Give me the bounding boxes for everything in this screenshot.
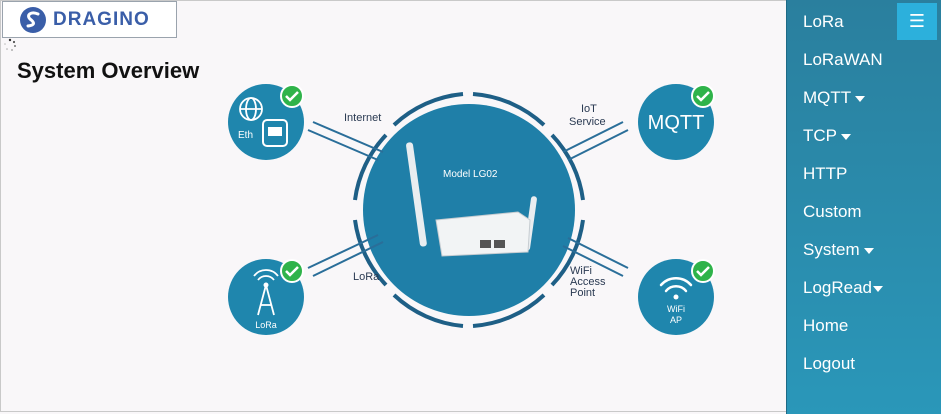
- dragino-logo[interactable]: DRAGINO: [2, 1, 177, 38]
- page-title: System Overview: [17, 58, 200, 83]
- hamburger-icon: ☰: [908, 11, 926, 31]
- menu-toggle-button[interactable]: ☰: [897, 3, 937, 40]
- link-label-wifi-1: WiFi: [570, 265, 592, 277]
- nav-item-custom[interactable]: Custom: [803, 202, 862, 222]
- antenna-left: [406, 142, 427, 247]
- caret-down-icon: [863, 247, 874, 254]
- nav-item-label: TCP: [803, 126, 837, 145]
- wifi-node: WiFi AP: [638, 259, 715, 335]
- nav-item-label: LoRaWAN: [803, 50, 883, 69]
- nav-item-system[interactable]: System: [803, 240, 874, 260]
- nav-item-label: Logout: [803, 354, 855, 373]
- nav-item-label: System: [803, 240, 860, 259]
- nav-item-label: Home: [803, 316, 849, 335]
- nav-item-label: MQTT: [803, 88, 852, 107]
- mqtt-node: MQTT: [638, 84, 715, 160]
- connector-arrows: [307, 121, 629, 277]
- link-label-iot-2: Service: [569, 116, 606, 128]
- caret-down-icon: [873, 285, 884, 292]
- nav-item-home[interactable]: Home: [803, 316, 848, 336]
- nav-item-logout[interactable]: Logout: [803, 354, 855, 374]
- nav-item-label: HTTP: [803, 164, 848, 183]
- logo-text: DRAGINO: [53, 8, 150, 30]
- mqtt-node-label: MQTT: [648, 112, 705, 134]
- ethernet-port-icon: [262, 119, 288, 147]
- radio-tower-icon: [253, 269, 279, 316]
- nav-item-lorawan[interactable]: LoRaWAN: [803, 50, 883, 70]
- lora-check-icon: [280, 259, 304, 283]
- wifi-check-icon: [691, 259, 715, 283]
- nav-item-label: Custom: [803, 202, 862, 221]
- eth-port-1: [480, 240, 491, 248]
- caret-down-icon: [841, 133, 851, 140]
- nav-item-lora[interactable]: LoRa: [803, 12, 844, 32]
- eth-node-label: Eth: [238, 130, 253, 141]
- link-label-lora: LoRa: [353, 271, 380, 283]
- nav-item-logread[interactable]: LogRead: [803, 278, 884, 298]
- nav-item-mqtt[interactable]: MQTT: [803, 88, 866, 108]
- link-label-wifi-3: Point: [570, 287, 595, 299]
- eth-check-icon: [280, 84, 304, 108]
- link-label-internet: Internet: [344, 112, 381, 124]
- eth-port-2: [494, 240, 505, 248]
- lora-node: LoRa: [228, 259, 304, 335]
- main-content-area: [0, 0, 786, 412]
- system-overview-diagram: Model LG02 Internet IoT Service LoRa WiF…: [228, 84, 715, 335]
- caret-down-icon: [855, 95, 866, 102]
- dragino-s-icon: [20, 6, 46, 33]
- nav-item-label: LoRa: [803, 12, 844, 31]
- globe-icon: [239, 97, 263, 121]
- link-label-wifi-2: Access: [570, 276, 606, 288]
- eth-node: Eth: [228, 84, 304, 160]
- central-ring: [353, 92, 585, 328]
- mqtt-check-icon: [691, 84, 715, 108]
- router-body: [435, 211, 531, 257]
- wifi-node-sublabel: AP: [670, 315, 682, 325]
- device-circle: [363, 104, 575, 316]
- wifi-icon: [659, 276, 693, 293]
- nav-item-http[interactable]: HTTP: [803, 164, 847, 184]
- loading-spinner-icon: [4, 38, 16, 51]
- sidebar-nav: ☰ LoRa LoRaWAN MQTT TCP HTTP Custom Syst…: [786, 0, 941, 414]
- nav-item-label: LogRead: [803, 278, 873, 297]
- link-label-iot-1: IoT: [581, 103, 597, 115]
- lora-node-label: LoRa: [255, 320, 277, 330]
- wifi-node-label: WiFi: [667, 304, 685, 314]
- device-label: Model LG02: [443, 169, 498, 180]
- nav-item-tcp[interactable]: TCP: [803, 126, 851, 146]
